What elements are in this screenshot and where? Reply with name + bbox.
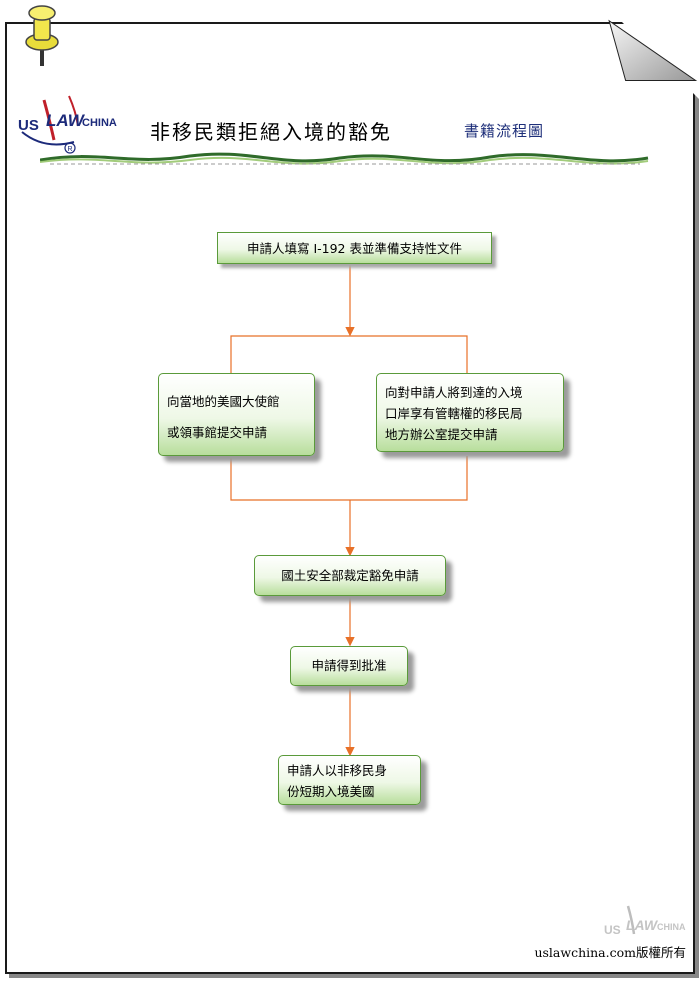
step-fill-form: 申請人填寫 I-192 表並準備支持性文件 bbox=[217, 232, 492, 264]
step-approved: 申請得到批准 bbox=[290, 646, 408, 686]
push-pin-icon bbox=[25, 5, 59, 66]
svg-text:CHINA: CHINA bbox=[82, 117, 117, 129]
step-enter-us-line2: 份短期入境美國 bbox=[287, 784, 375, 799]
option-immigration-office: 向對申請人將到達的入境 口岸享有管轄權的移民局 地方辦公室提交申請 bbox=[376, 373, 564, 452]
decorative-divider bbox=[40, 152, 649, 165]
page-subtitle: 書籍流程圖 bbox=[464, 122, 545, 140]
option-immigration-line2: 口岸享有管轄權的移民局 bbox=[385, 406, 523, 421]
step-approved-label: 申請得到批准 bbox=[311, 658, 387, 673]
step-dhs-review: 國土安全部裁定豁免申請 bbox=[254, 555, 446, 596]
option-immigration-line1: 向對申請人將到達的入境 bbox=[385, 385, 523, 400]
option-immigration-line3: 地方辦公室提交申請 bbox=[385, 427, 498, 442]
step-fill-form-label: 申請人填寫 I-192 表並準備支持性文件 bbox=[246, 241, 462, 256]
page-title: 非移民類拒絕入境的豁免 bbox=[150, 120, 392, 144]
svg-text:LAW: LAW bbox=[626, 917, 659, 933]
folded-corner-icon bbox=[600, 0, 700, 100]
svg-text:US: US bbox=[18, 117, 39, 134]
option-embassy-line2: 或領事館提交申請 bbox=[167, 425, 268, 440]
uslawchina-logo: US LAW CHINA R bbox=[18, 95, 117, 154]
copyright-text: uslawchina.com版權所有 bbox=[534, 945, 686, 960]
watermark-logo: US LAW CHINA bbox=[604, 905, 686, 937]
svg-text:LAW: LAW bbox=[46, 111, 86, 130]
svg-text:CHINA: CHINA bbox=[657, 922, 686, 932]
svg-text:US: US bbox=[604, 923, 621, 937]
paper-sheet bbox=[5, 22, 695, 974]
option-embassy: 向當地的美國大使館 或領事館提交申請 bbox=[158, 373, 315, 456]
step-enter-us-line1: 申請人以非移民身 bbox=[287, 763, 388, 778]
svg-text:R: R bbox=[68, 146, 73, 153]
step-dhs-review-label: 國土安全部裁定豁免申請 bbox=[281, 568, 419, 583]
option-embassy-line1: 向當地的美國大使館 bbox=[167, 394, 280, 409]
step-enter-us: 申請人以非移民身 份短期入境美國 bbox=[278, 755, 421, 805]
